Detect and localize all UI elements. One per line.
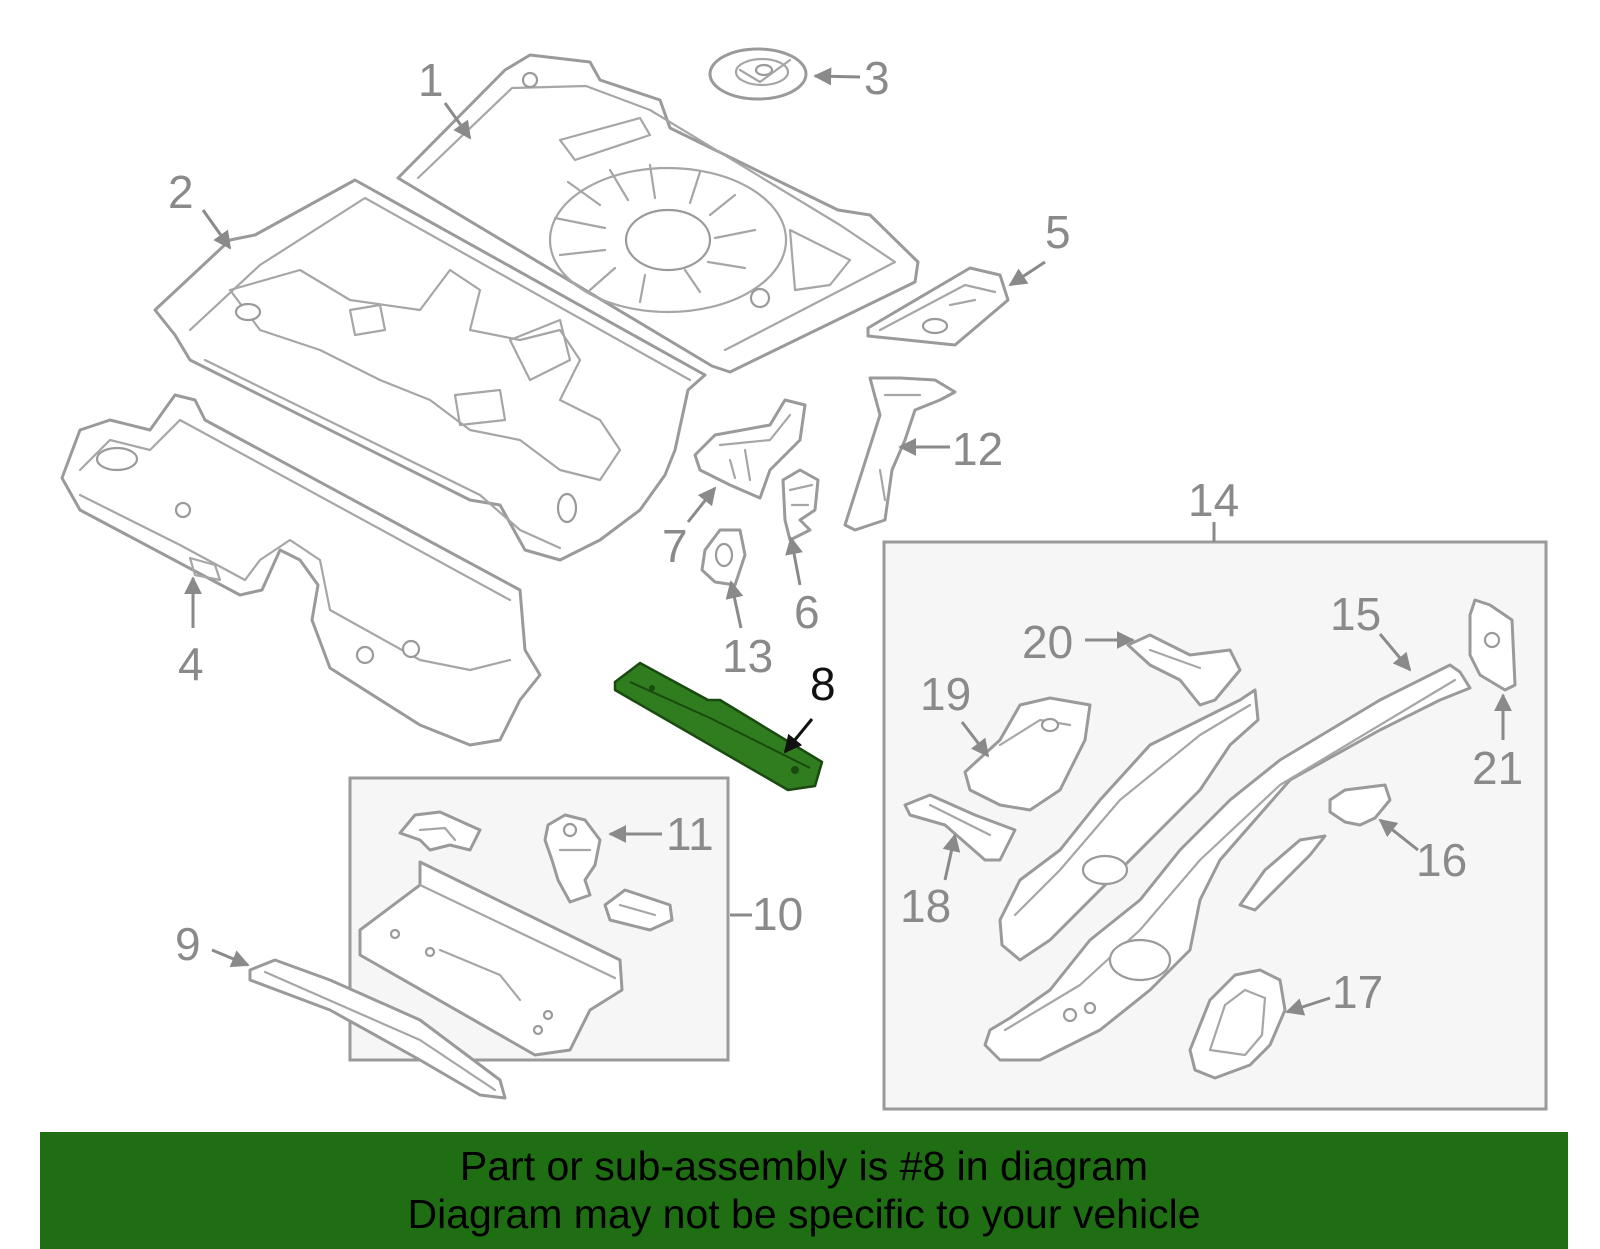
part-11-bracket [543, 813, 602, 904]
callout-1: 1 [418, 54, 444, 106]
callout-18: 18 [900, 880, 951, 932]
part-13-bracket [700, 528, 747, 587]
part-9-rail [248, 958, 507, 1100]
callout-19: 19 [920, 668, 971, 720]
leader-16 [1378, 818, 1419, 852]
leader-6 [785, 536, 803, 586]
part-4-dash-panel [60, 393, 542, 747]
info-banner: Part or sub-assembly is #8 in diagram Di… [40, 1132, 1568, 1249]
leader-19 [960, 721, 990, 758]
banner-line-2: Diagram may not be specific to your vehi… [407, 1191, 1201, 1237]
part-5-bracket [866, 266, 1010, 347]
callout-10: 10 [752, 888, 803, 940]
part-7-bracket [693, 398, 807, 500]
callout-5: 5 [1045, 206, 1071, 258]
callout-13: 13 [722, 630, 773, 682]
callout-3: 3 [864, 52, 890, 104]
callout-8: 8 [810, 658, 836, 710]
callout-16: 16 [1416, 834, 1467, 886]
banner-line-1: Part or sub-assembly is #8 in diagram [459, 1143, 1149, 1189]
part-19-bracket [963, 696, 1092, 812]
leader-1 [443, 102, 472, 140]
callout-20: 20 [1022, 616, 1073, 668]
leader-5 [1008, 260, 1046, 287]
leader-9 [211, 948, 250, 968]
part-6-bracket [781, 468, 820, 542]
part-12-pillar [843, 376, 957, 532]
part-16-bracket [1238, 783, 1392, 912]
callout-15: 15 [1330, 588, 1381, 640]
leader-17 [1285, 996, 1331, 1016]
leader-8 [783, 718, 814, 754]
callout-12: 12 [952, 423, 1003, 475]
part-20-rail-inner [998, 633, 1260, 962]
callout-17: 17 [1332, 966, 1383, 1018]
part-15-rail [983, 663, 1472, 1062]
part-10-floor-assembly [358, 810, 674, 1057]
leader-15 [1378, 633, 1412, 672]
callout-4: 4 [178, 638, 204, 690]
part-18-bracket [903, 793, 1017, 862]
callout-14: 14 [1188, 474, 1239, 526]
leader-3 [813, 67, 861, 86]
callout-2: 2 [168, 166, 194, 218]
callout-21: 21 [1472, 742, 1523, 794]
leader-13 [725, 580, 744, 629]
callout-6: 6 [794, 586, 820, 638]
callout-9: 9 [175, 918, 201, 970]
callout-11: 11 [666, 808, 714, 860]
part-3-cap [708, 47, 808, 101]
part-1-rear-floor-pan [396, 53, 920, 374]
leader-7 [686, 486, 717, 523]
part-17-pad [1188, 968, 1287, 1080]
part-21-bracket [1468, 598, 1517, 692]
leader-2 [201, 209, 232, 250]
part-8-crossmember [613, 661, 824, 792]
callout-7: 7 [662, 520, 688, 572]
leader-18 [942, 833, 961, 881]
part-2-floor-pan [153, 178, 707, 562]
